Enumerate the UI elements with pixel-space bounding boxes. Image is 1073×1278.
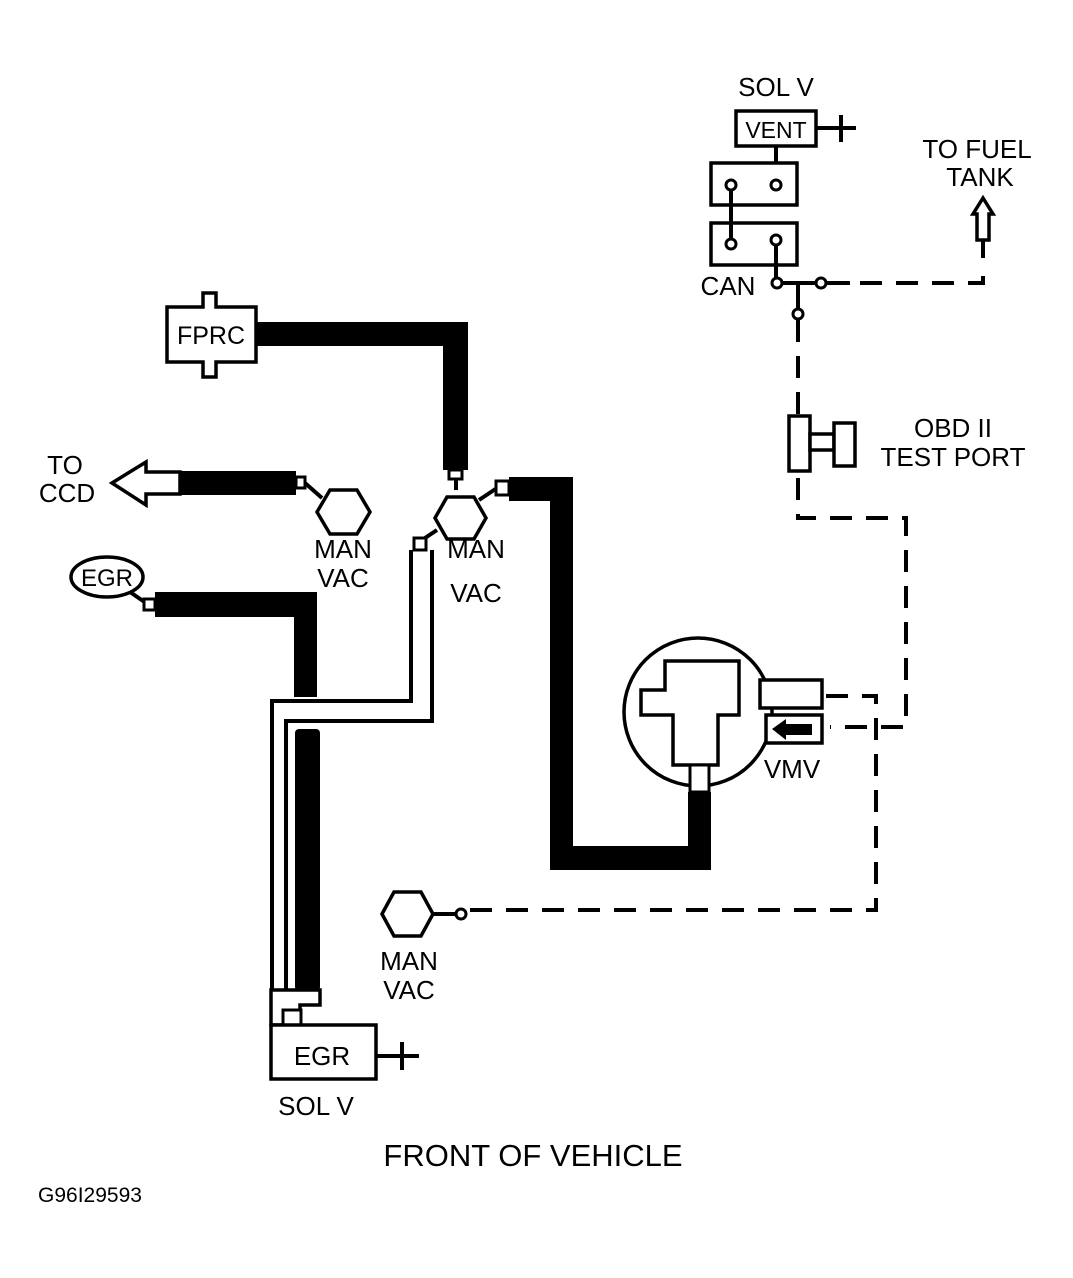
egr-vacuum-hose [155, 592, 317, 697]
canister-port [724, 178, 738, 192]
caption: FRONT OF VEHICLE [383, 1138, 682, 1173]
fuel-tank-label-1: TO FUEL [922, 134, 1031, 164]
canister-port [769, 178, 783, 192]
obd-label-2: TEST PORT [881, 442, 1026, 472]
man-vac-center: MAN VAC [412, 477, 711, 870]
tee-port [454, 907, 468, 921]
canister-upper-box [709, 161, 799, 207]
hose-fitting [412, 536, 428, 552]
canister: CAN [701, 161, 850, 321]
man-vac-center-label-1: MAN [447, 534, 505, 564]
egr-sol-title: SOL V [278, 1091, 354, 1121]
can-to-fuel-tank-dashed [860, 262, 985, 285]
vmv-to-man-vac-dashed [466, 694, 878, 912]
up-arrow-icon [969, 194, 997, 242]
vmv: VMV [466, 636, 878, 912]
hose-fitting [447, 468, 464, 481]
hose-fitting [281, 1008, 303, 1027]
egr-valve-label: EGR [81, 565, 133, 592]
man-vac-left-hex [314, 488, 373, 536]
vent-sol-v-title: SOL V [738, 72, 814, 102]
canister-port [769, 233, 783, 247]
hose-fitting [494, 479, 511, 497]
hose-fitting [142, 597, 157, 612]
sol-vacuum-hose [295, 729, 320, 991]
man-vac-left-label-1: MAN [314, 534, 372, 564]
man-vac-center-hex [432, 495, 489, 541]
can-label: CAN [701, 271, 756, 301]
fprc-vacuum-hose [256, 322, 468, 470]
fuel-tank-label-2: TANK [946, 162, 1014, 192]
obd-port-neck [808, 432, 836, 452]
egr-sol-box [269, 1023, 378, 1081]
obd-to-vmv-dashed [796, 478, 908, 729]
man-vac-bottom-label-1: MAN [380, 946, 438, 976]
canister-port [724, 237, 738, 251]
canister-lower-box [709, 221, 799, 267]
left-arrow-icon [108, 458, 182, 509]
man-vac-bottom-hex [380, 890, 435, 938]
to-ccd: TO CCD MAN VAC [39, 450, 373, 593]
figure-id: G96I29593 [38, 1184, 142, 1207]
fitting-stem [303, 481, 324, 500]
hose-fitting [294, 475, 307, 490]
ccd-label-1: TO [47, 450, 83, 480]
fprc-label: FPRC [177, 322, 245, 350]
ccd-vacuum-hose [180, 471, 296, 495]
hub-to-vmv-vacuum-hose [509, 477, 711, 870]
man-vac-center-label-2: VAC [450, 578, 502, 608]
egr-valve-oval [69, 555, 145, 599]
vmv-label: VMV [764, 754, 821, 784]
obd-test-port: OBD II TEST PORT [787, 320, 1026, 729]
fprc: FPRC [165, 291, 468, 490]
obd-port-body [787, 414, 812, 473]
canister-port [770, 276, 784, 290]
hollow-tube [269, 550, 434, 1027]
vent-label: VENT [745, 117, 806, 143]
egr-solenoid: EGR SOL V [269, 1023, 419, 1121]
to-fuel-tank: TO FUEL TANK [860, 134, 1032, 285]
tube-inner-edge [284, 550, 434, 990]
man-vac-bottom: MAN VAC [380, 890, 468, 1005]
egr-sol-label: EGR [294, 1041, 350, 1071]
flow-arrow-icon [772, 719, 812, 740]
man-vac-left-label-2: VAC [317, 563, 369, 593]
tee-port [791, 307, 805, 321]
fprc-body [165, 291, 258, 379]
vent-solenoid: SOL V VENT [734, 72, 856, 185]
tee-port [814, 276, 828, 290]
ccd-label-2: CCD [39, 478, 95, 508]
tube-outer-edge [270, 550, 413, 1025]
vmv-port-upper [758, 678, 824, 710]
egr-valve: EGR [69, 555, 317, 697]
obd-port-cap [832, 421, 857, 468]
vmv-outlet [688, 763, 711, 794]
hub-branch [477, 486, 499, 502]
vent-box [734, 109, 818, 148]
man-vac-bottom-label-2: VAC [383, 975, 435, 1005]
obd-label-1: OBD II [914, 413, 992, 443]
